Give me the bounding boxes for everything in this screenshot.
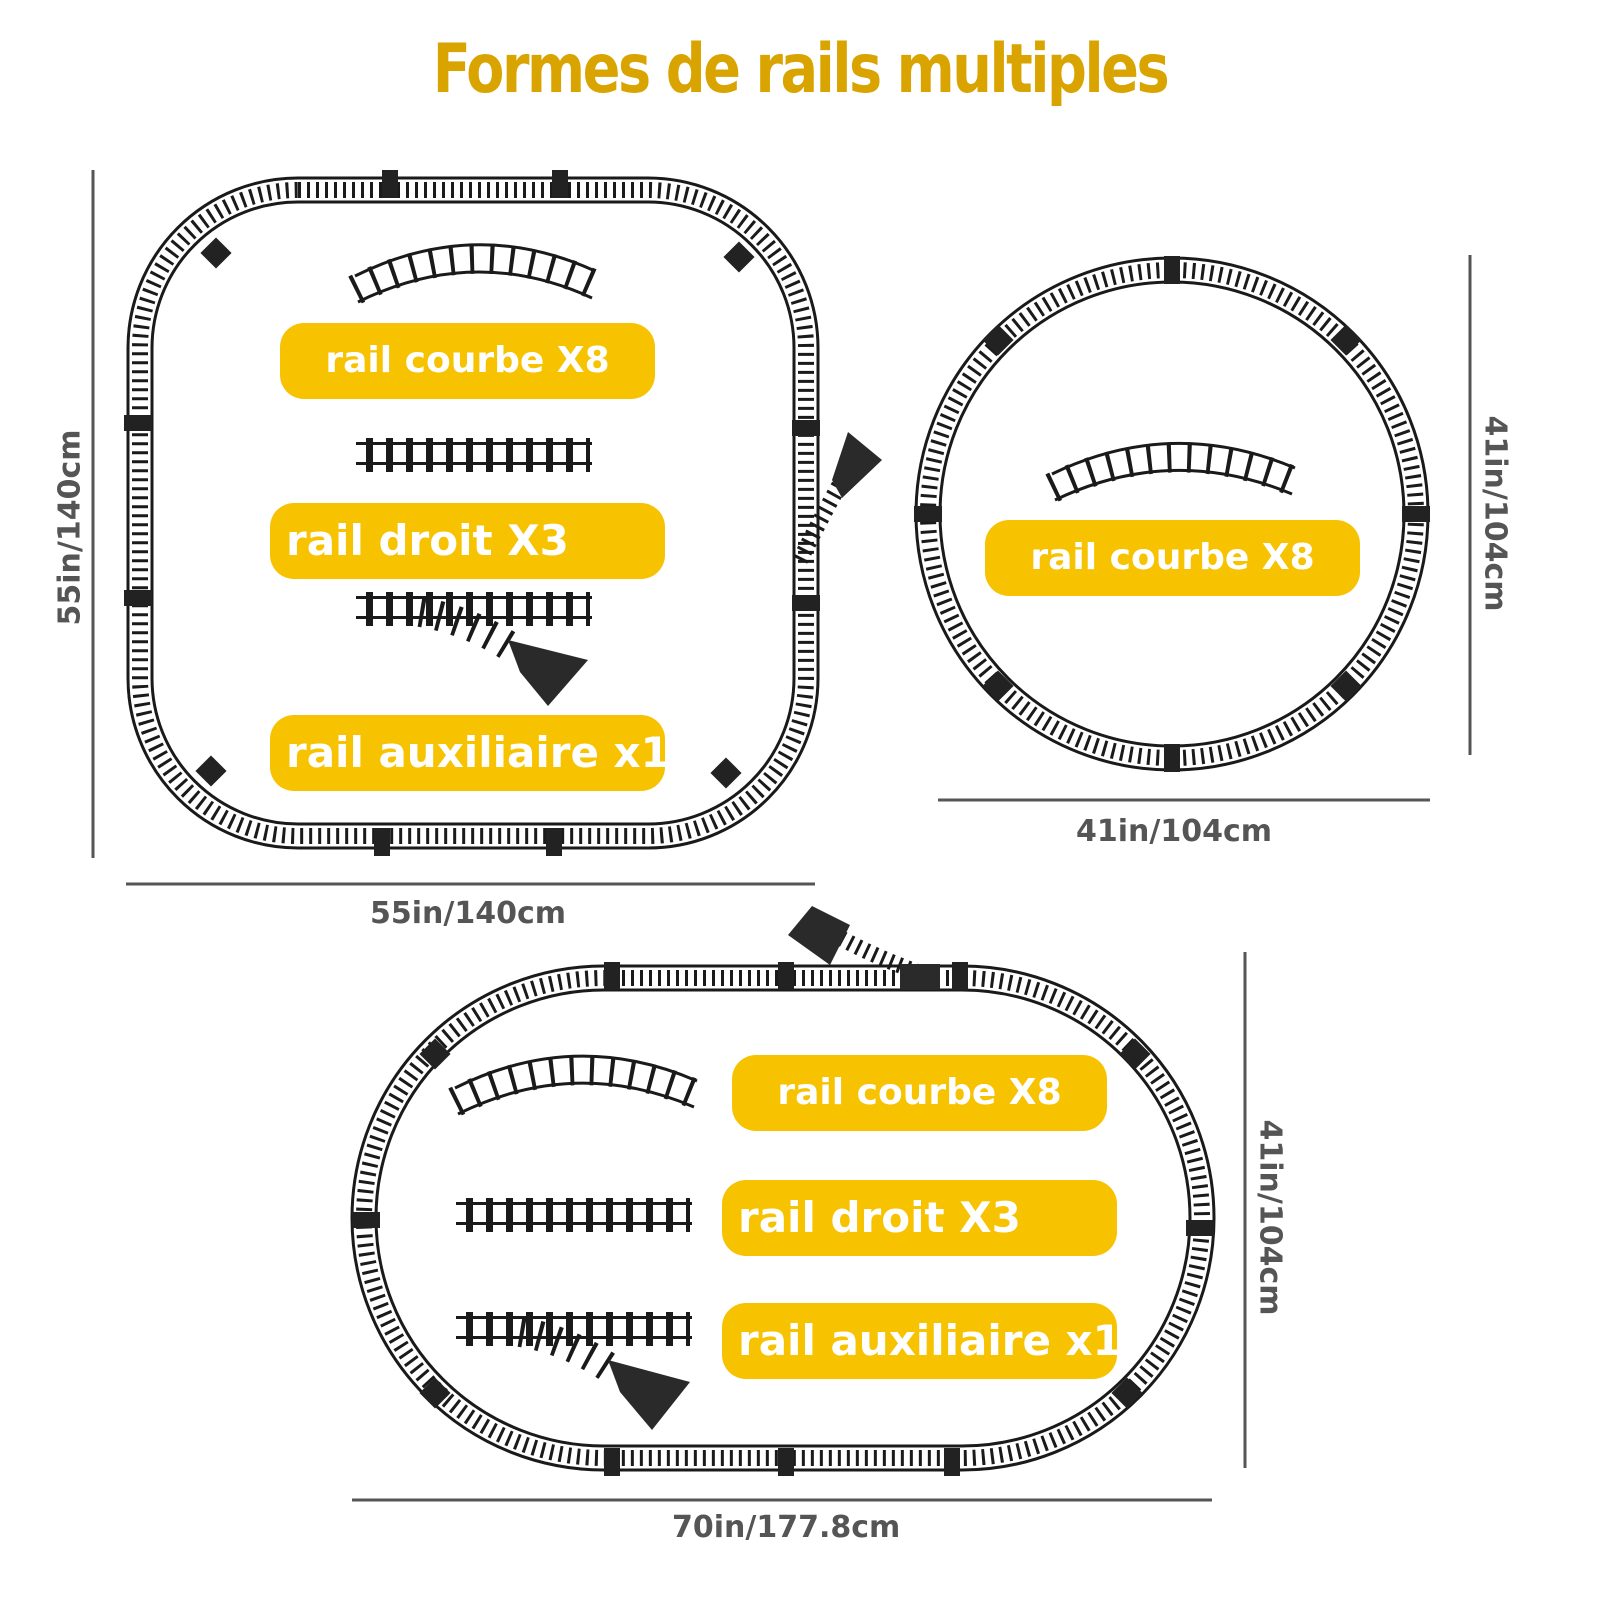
sample-switch-rail [456,1312,692,1430]
dimension-lines [91,170,1472,1502]
sample-curved-rail [1045,441,1301,502]
switch-branch [788,906,940,990]
track-joints [352,962,1214,1476]
page-title: Formes de rails multiples [432,30,1170,109]
layout-2-track [914,256,1430,772]
track-inner-rail [150,200,796,826]
layout-3-width-label: 70in/177.8cm [672,1510,901,1545]
sample-curved-rail [348,243,602,304]
layout-1-width-label: 55in/140cm [370,896,567,931]
layout-2-width-label: 41in/104cm [1076,814,1273,849]
sample-switch-rail [356,592,592,706]
layout-3-straight-label: rail droit X3 [722,1180,1117,1256]
sample-straight-rail [356,438,592,472]
track-joints [914,256,1430,772]
layout-2-height-label: 41in/104cm [1477,415,1513,612]
sample-straight-rail [456,1198,692,1232]
track-inner-rail [938,280,1406,748]
track-ties [132,182,814,844]
layout-1-height-label: 55in/140cm [52,429,88,626]
layout-3-height-label: 41in/104cm [1252,1119,1288,1316]
sample-curved-rail [448,1054,703,1116]
layout-1-aux-label: rail auxiliaire x1 [270,715,665,791]
layout-1-curve-label: rail courbe X8 [280,323,655,399]
switch-branch [792,432,882,564]
track-outer-rail [126,176,820,850]
layout-3-track [350,906,1216,1476]
layout-2-curve-label: rail courbe X8 [985,520,1360,596]
layout-3-curve-label: rail courbe X8 [732,1055,1107,1131]
layout-1-track [124,170,882,856]
layout-1-straight-label: rail droit X3 [270,503,665,579]
layout-3-aux-label: rail auxiliaire x1 [722,1303,1117,1379]
